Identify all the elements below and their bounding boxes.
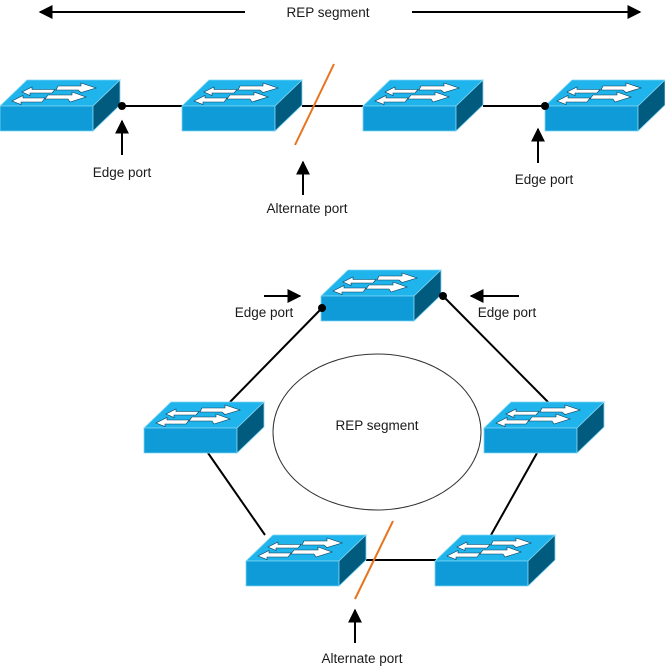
edge-port-dot [318, 304, 326, 312]
switch-icon[interactable] [362, 79, 484, 132]
switch-icon[interactable] [143, 401, 265, 454]
edge-port-label: Edge port [235, 305, 294, 320]
edge-port-dot [439, 292, 447, 300]
alternate-port-label: Alternate port [266, 201, 347, 216]
switch-icon[interactable] [181, 79, 303, 132]
link-top-left [229, 307, 323, 403]
link-top-right [442, 295, 549, 403]
linear-topology: REP segment Edge port Alternate port Edg… [0, 5, 665, 216]
ring-topology: REP segment Edge port Edge port Alternat… [143, 269, 605, 666]
edge-port-dot [118, 102, 126, 110]
switch-icon[interactable] [320, 269, 442, 322]
edge-port-dot [541, 102, 549, 110]
switch-icon[interactable] [544, 79, 665, 132]
link-right-bottomright [490, 452, 538, 536]
switch-icon[interactable] [434, 534, 556, 587]
edge-port-label: Edge port [515, 172, 574, 187]
segment-ellipse [272, 353, 482, 511]
alternate-port-slash [354, 520, 394, 600]
switch-icon[interactable] [0, 79, 121, 132]
segment-label: REP segment [335, 418, 418, 433]
alternate-port-slash [294, 63, 335, 146]
switch-icon[interactable] [245, 534, 367, 587]
edge-port-label: Edge port [93, 165, 152, 180]
switch-icon[interactable] [483, 401, 605, 454]
segment-label: REP segment [286, 5, 369, 20]
link-left-bottomleft [207, 452, 266, 536]
alternate-port-label: Alternate port [321, 651, 402, 666]
edge-port-label: Edge port [478, 305, 537, 320]
